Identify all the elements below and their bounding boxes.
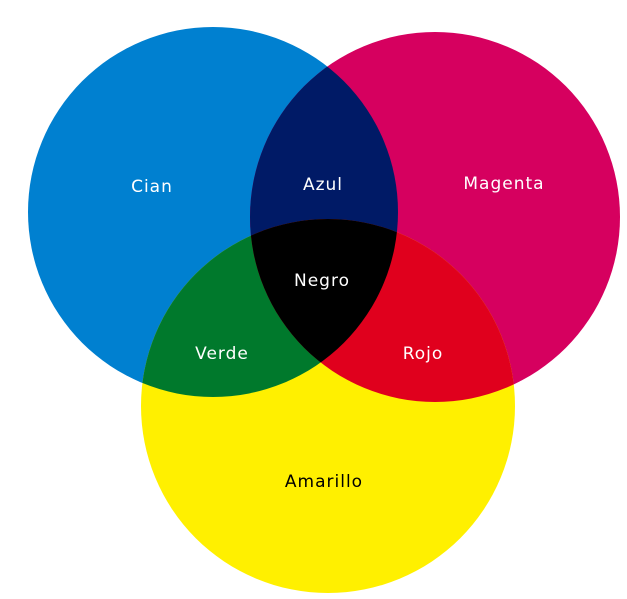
label-magenta: Magenta: [463, 174, 544, 194]
label-cian: Cian: [131, 177, 173, 197]
label-negro: Negro: [294, 271, 350, 291]
red-overlap-region: [250, 219, 515, 402]
label-verde: Verde: [195, 344, 249, 364]
label-amarillo: Amarillo: [285, 472, 363, 492]
label-rojo: Rojo: [403, 344, 444, 364]
green-overlap-region: [141, 219, 398, 397]
label-azul: Azul: [303, 175, 343, 195]
